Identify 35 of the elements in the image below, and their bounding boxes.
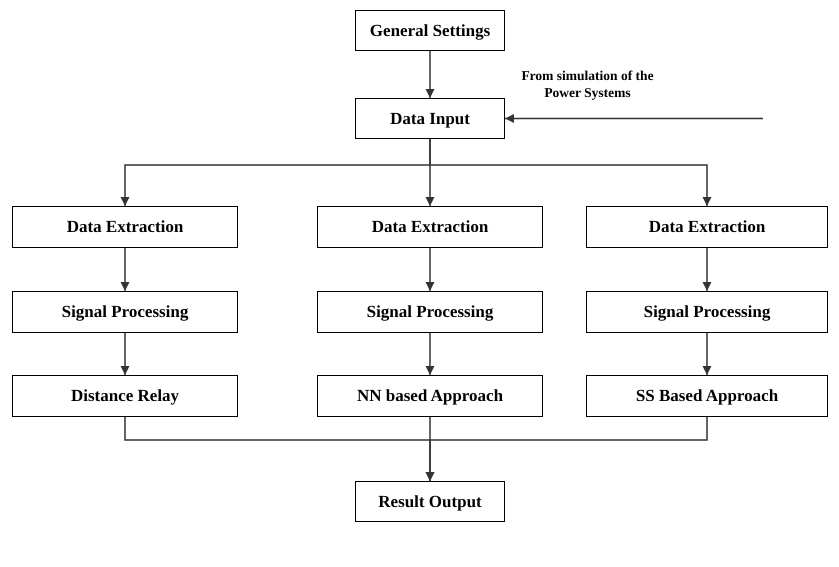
process-box — [586, 291, 828, 333]
arrow — [426, 51, 434, 98]
process-box — [317, 291, 543, 333]
box-label: Result Output — [378, 492, 482, 512]
box-label: Signal Processing — [644, 302, 770, 322]
process-box — [12, 206, 238, 248]
process-box — [317, 375, 543, 417]
arrow — [702, 333, 712, 375]
box-label: SS Based Approach — [636, 386, 778, 406]
box-label: General Settings — [370, 20, 490, 40]
box-label: Data Extraction — [66, 217, 184, 237]
box-label: Distance Relay — [70, 386, 180, 406]
edge-label: From simulation of the Power Systems — [520, 68, 655, 102]
box-label: Data Extraction — [372, 217, 488, 237]
box-label: Signal Processing — [62, 302, 188, 322]
process-box — [586, 206, 828, 248]
arrow — [505, 114, 763, 123]
box-label: Signal Processing — [366, 302, 494, 322]
arrow — [426, 333, 434, 375]
arrow — [426, 417, 708, 481]
process-box — [12, 291, 238, 333]
box-label: Data Extraction — [648, 217, 766, 237]
arrow — [120, 333, 130, 375]
arrow — [702, 248, 712, 291]
box-label: NN based Approach — [356, 386, 504, 406]
process-box — [12, 375, 238, 417]
process-box — [586, 375, 828, 417]
box-label: Data Input — [390, 108, 470, 128]
process-box — [317, 206, 543, 248]
arrow — [429, 139, 712, 206]
process-box — [355, 10, 505, 51]
process-box — [355, 98, 505, 139]
arrow — [426, 248, 434, 291]
process-box — [355, 481, 505, 522]
arrow — [120, 248, 130, 291]
